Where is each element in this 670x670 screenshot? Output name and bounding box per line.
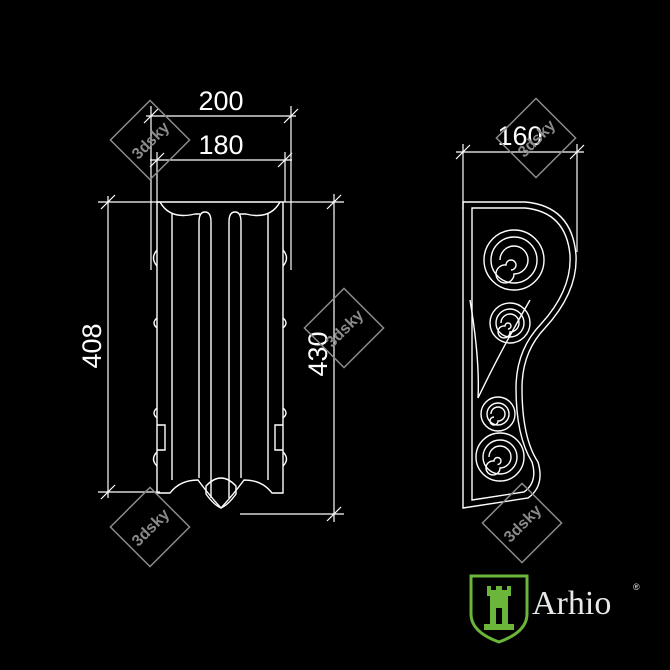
watermark-top-left: 3dsky [109, 99, 191, 181]
side-view-scroll-bottom [475, 432, 525, 482]
dimension-width-outer-label: 200 [198, 86, 243, 116]
arhio-registered-mark: ® [633, 582, 640, 592]
side-view [462, 201, 577, 509]
arhio-logo-text: Arhio [532, 585, 611, 622]
dimension-height-left [98, 194, 160, 500]
svg-text:3dsky: 3dsky [129, 506, 173, 550]
svg-text:3dsky: 3dsky [323, 307, 367, 351]
dimension-height-left-label: 408 [77, 323, 107, 368]
dimension-side-width [455, 144, 585, 252]
dimension-height-right-label: 430 [303, 331, 333, 376]
front-view [152, 201, 288, 510]
side-view-scroll-top [483, 229, 545, 291]
watermark-bottom-right: 3dsky [481, 482, 563, 564]
watermark-bottom-left: 3dsky [109, 486, 191, 568]
side-view-outline [462, 201, 577, 509]
front-view-flute-right [228, 211, 242, 498]
side-view-scroll-stem [469, 299, 531, 399]
arhio-tower-icon [484, 586, 514, 630]
side-view-scroll-middle [489, 302, 531, 344]
front-view-outline [156, 201, 284, 510]
dimension-width-outer [143, 106, 299, 270]
front-view-top-profile [159, 201, 281, 217]
front-view-left-nubs [152, 249, 166, 467]
side-view-scroll-lower-small [480, 396, 516, 432]
dimension-width-inner [149, 152, 293, 202]
arhio-logo: Arhio ® [469, 574, 640, 644]
front-view-pendant [205, 477, 237, 509]
side-view-inner-curve [471, 207, 571, 501]
dimension-width-inner-label: 180 [198, 130, 243, 160]
arhio-shield-icon [469, 574, 529, 644]
front-view-right-nubs [274, 249, 288, 467]
front-view-flute-left [198, 211, 212, 498]
svg-text:3dsky: 3dsky [501, 502, 545, 546]
